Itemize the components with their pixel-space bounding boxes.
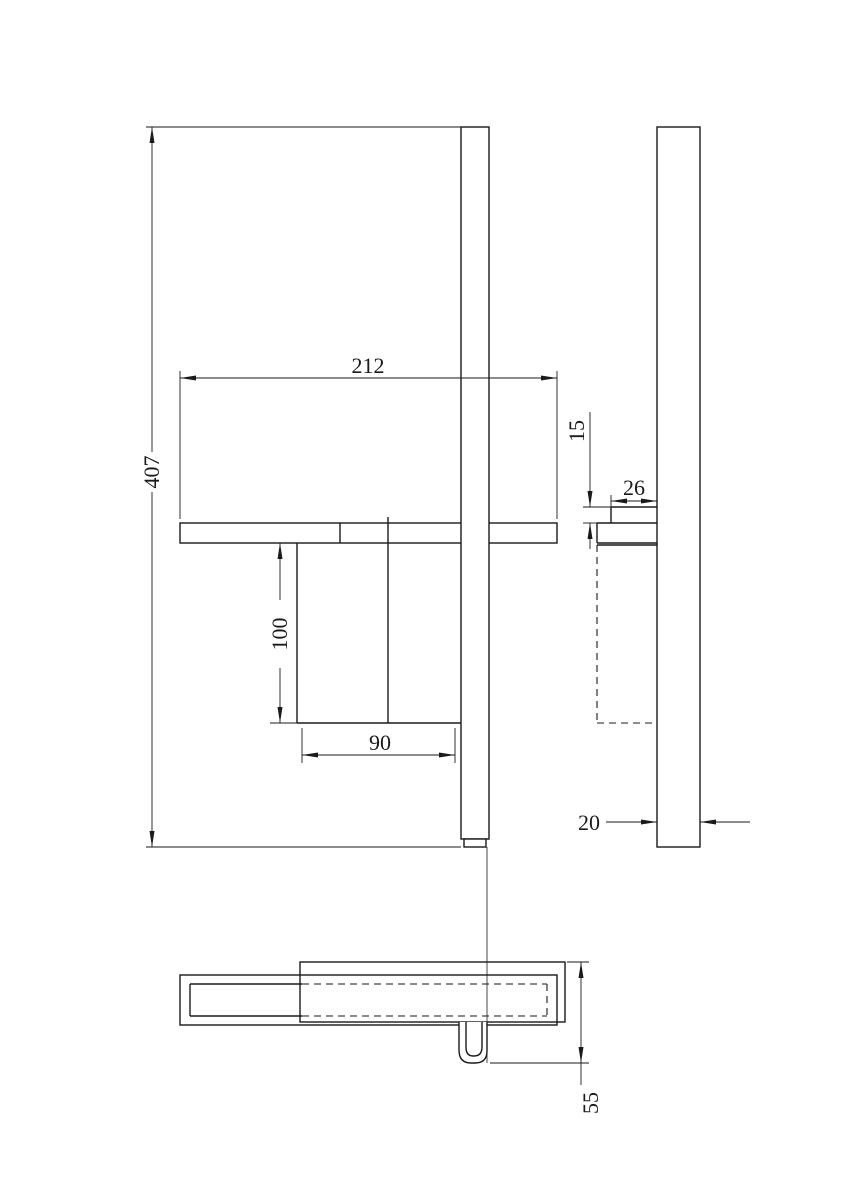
dim-overall-height: 407 bbox=[139, 126, 461, 848]
dim-back-plate-height: 15 bbox=[564, 412, 611, 549]
front-view bbox=[179, 126, 558, 1063]
shelf-side-outline bbox=[596, 522, 657, 544]
hanger-top-outline bbox=[299, 961, 566, 1023]
dim-mount-depth: 55 bbox=[490, 961, 603, 1114]
wall-rail-front-outline bbox=[460, 126, 490, 840]
dim-label-hanger-width: 90 bbox=[369, 730, 391, 755]
towel-hanger-outline bbox=[296, 517, 461, 724]
dim-hanger-drop: 100 bbox=[267, 543, 297, 724]
shelf-top-outer-outline bbox=[179, 974, 558, 1026]
dim-label-back-plate-depth: 26 bbox=[623, 475, 645, 500]
wall-rail-side-outline bbox=[656, 126, 701, 848]
dim-back-plate-depth: 26 bbox=[610, 475, 657, 507]
back-plate-outline bbox=[610, 506, 657, 523]
dim-label-hanger-drop: 100 bbox=[267, 618, 292, 651]
side-view bbox=[596, 126, 701, 848]
dim-rail-thickness: 20 bbox=[578, 810, 750, 835]
dim-shelf-width: 212 bbox=[179, 353, 558, 519]
dim-label-mount-depth: 55 bbox=[578, 1092, 603, 1114]
dim-label-overall-height: 407 bbox=[139, 456, 164, 489]
top-view bbox=[179, 961, 566, 1064]
shelf-front-outline bbox=[179, 522, 558, 544]
hook-detail-outline bbox=[458, 1022, 488, 1064]
hanger-side-outline bbox=[596, 544, 657, 724]
dimensions: 212 407 100 90 bbox=[139, 126, 750, 1114]
dim-label-rail-thickness: 20 bbox=[578, 810, 600, 835]
shelf-top-inner-outline bbox=[189, 983, 548, 1017]
dim-label-back-plate-height: 15 bbox=[564, 420, 589, 442]
rail-foot-outline bbox=[463, 838, 487, 848]
dim-label-shelf-width: 212 bbox=[352, 353, 385, 378]
dim-hanger-width: 90 bbox=[301, 728, 456, 763]
